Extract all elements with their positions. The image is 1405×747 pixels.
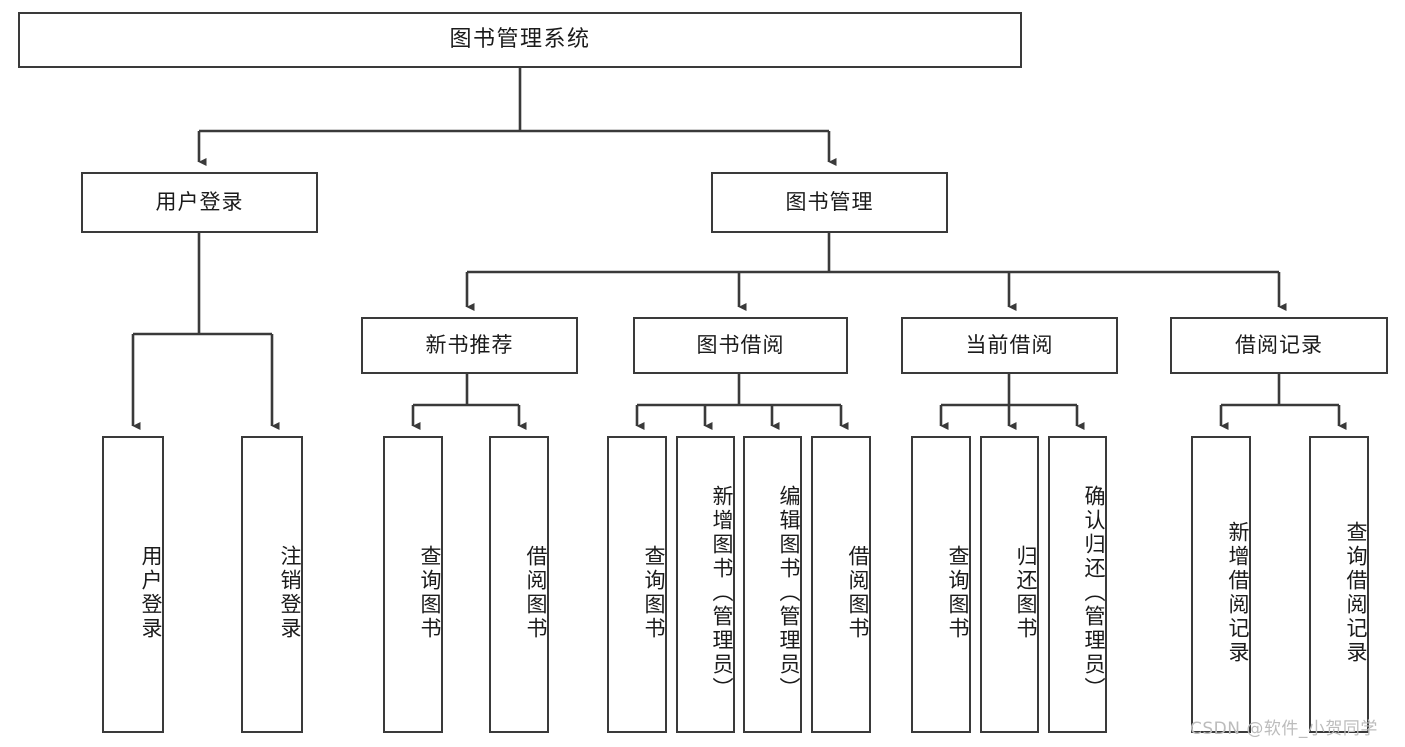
node-label: 查询图书 [642,544,666,641]
node-borrow-record[interactable]: 借阅记录 [1170,317,1388,374]
node-current-borrow[interactable]: 当前借阅 [901,317,1118,374]
node-book-borrow[interactable]: 图书借阅 [633,317,848,374]
node-leaf-query-record[interactable]: 查询借阅记录 [1309,436,1369,733]
node-leaf-borrow-book-1[interactable]: 借阅图书 [489,436,549,733]
node-label: 归还图书 [1014,544,1038,641]
node-leaf-query-book-2[interactable]: 查询图书 [607,436,667,733]
node-label: 借阅记录 [1235,332,1323,357]
node-user-login[interactable]: 用户登录 [81,172,318,233]
node-label: 查询借阅记录 [1344,520,1368,665]
node-leaf-query-book-1[interactable]: 查询图书 [383,436,443,733]
node-label: 图书借阅 [696,332,785,357]
node-label: 查询图书 [418,544,442,641]
node-leaf-return-book[interactable]: 归还图书 [980,436,1039,733]
node-label: 新增图书（管理员） [710,484,734,701]
node-leaf-confirm-return[interactable]: 确认归还（管理员） [1048,436,1107,733]
node-label: 新书推荐 [425,332,514,357]
node-leaf-borrow-book-2[interactable]: 借阅图书 [811,436,871,733]
node-leaf-add-record[interactable]: 新增借阅记录 [1191,436,1251,733]
node-label: 借阅图书 [846,544,870,641]
node-label: 借阅图书 [524,544,548,641]
node-leaf-user-logout[interactable]: 注销登录 [241,436,303,733]
node-label: 用户登录 [139,544,163,641]
node-label: 查询图书 [946,544,970,641]
node-label: 用户登录 [155,189,244,214]
node-leaf-user-login[interactable]: 用户登录 [102,436,164,733]
node-root-system[interactable]: 图书管理系统 [18,12,1022,68]
node-leaf-add-book[interactable]: 新增图书（管理员） [676,436,735,733]
node-book-manage[interactable]: 图书管理 [711,172,948,233]
node-leaf-query-book-3[interactable]: 查询图书 [911,436,971,733]
node-label: 图书管理 [785,189,874,214]
watermark-text: CSDN @软件_小贺同学 [1190,719,1378,739]
node-label: 编辑图书（管理员） [777,484,801,701]
node-new-book-recommend[interactable]: 新书推荐 [361,317,578,374]
node-label: 图书管理系统 [449,26,591,52]
node-leaf-edit-book[interactable]: 编辑图书（管理员） [743,436,802,733]
node-label: 当前借阅 [965,332,1054,357]
node-label: 新增借阅记录 [1226,520,1250,665]
node-label: 注销登录 [278,544,302,641]
node-label: 确认归还（管理员） [1082,484,1106,701]
